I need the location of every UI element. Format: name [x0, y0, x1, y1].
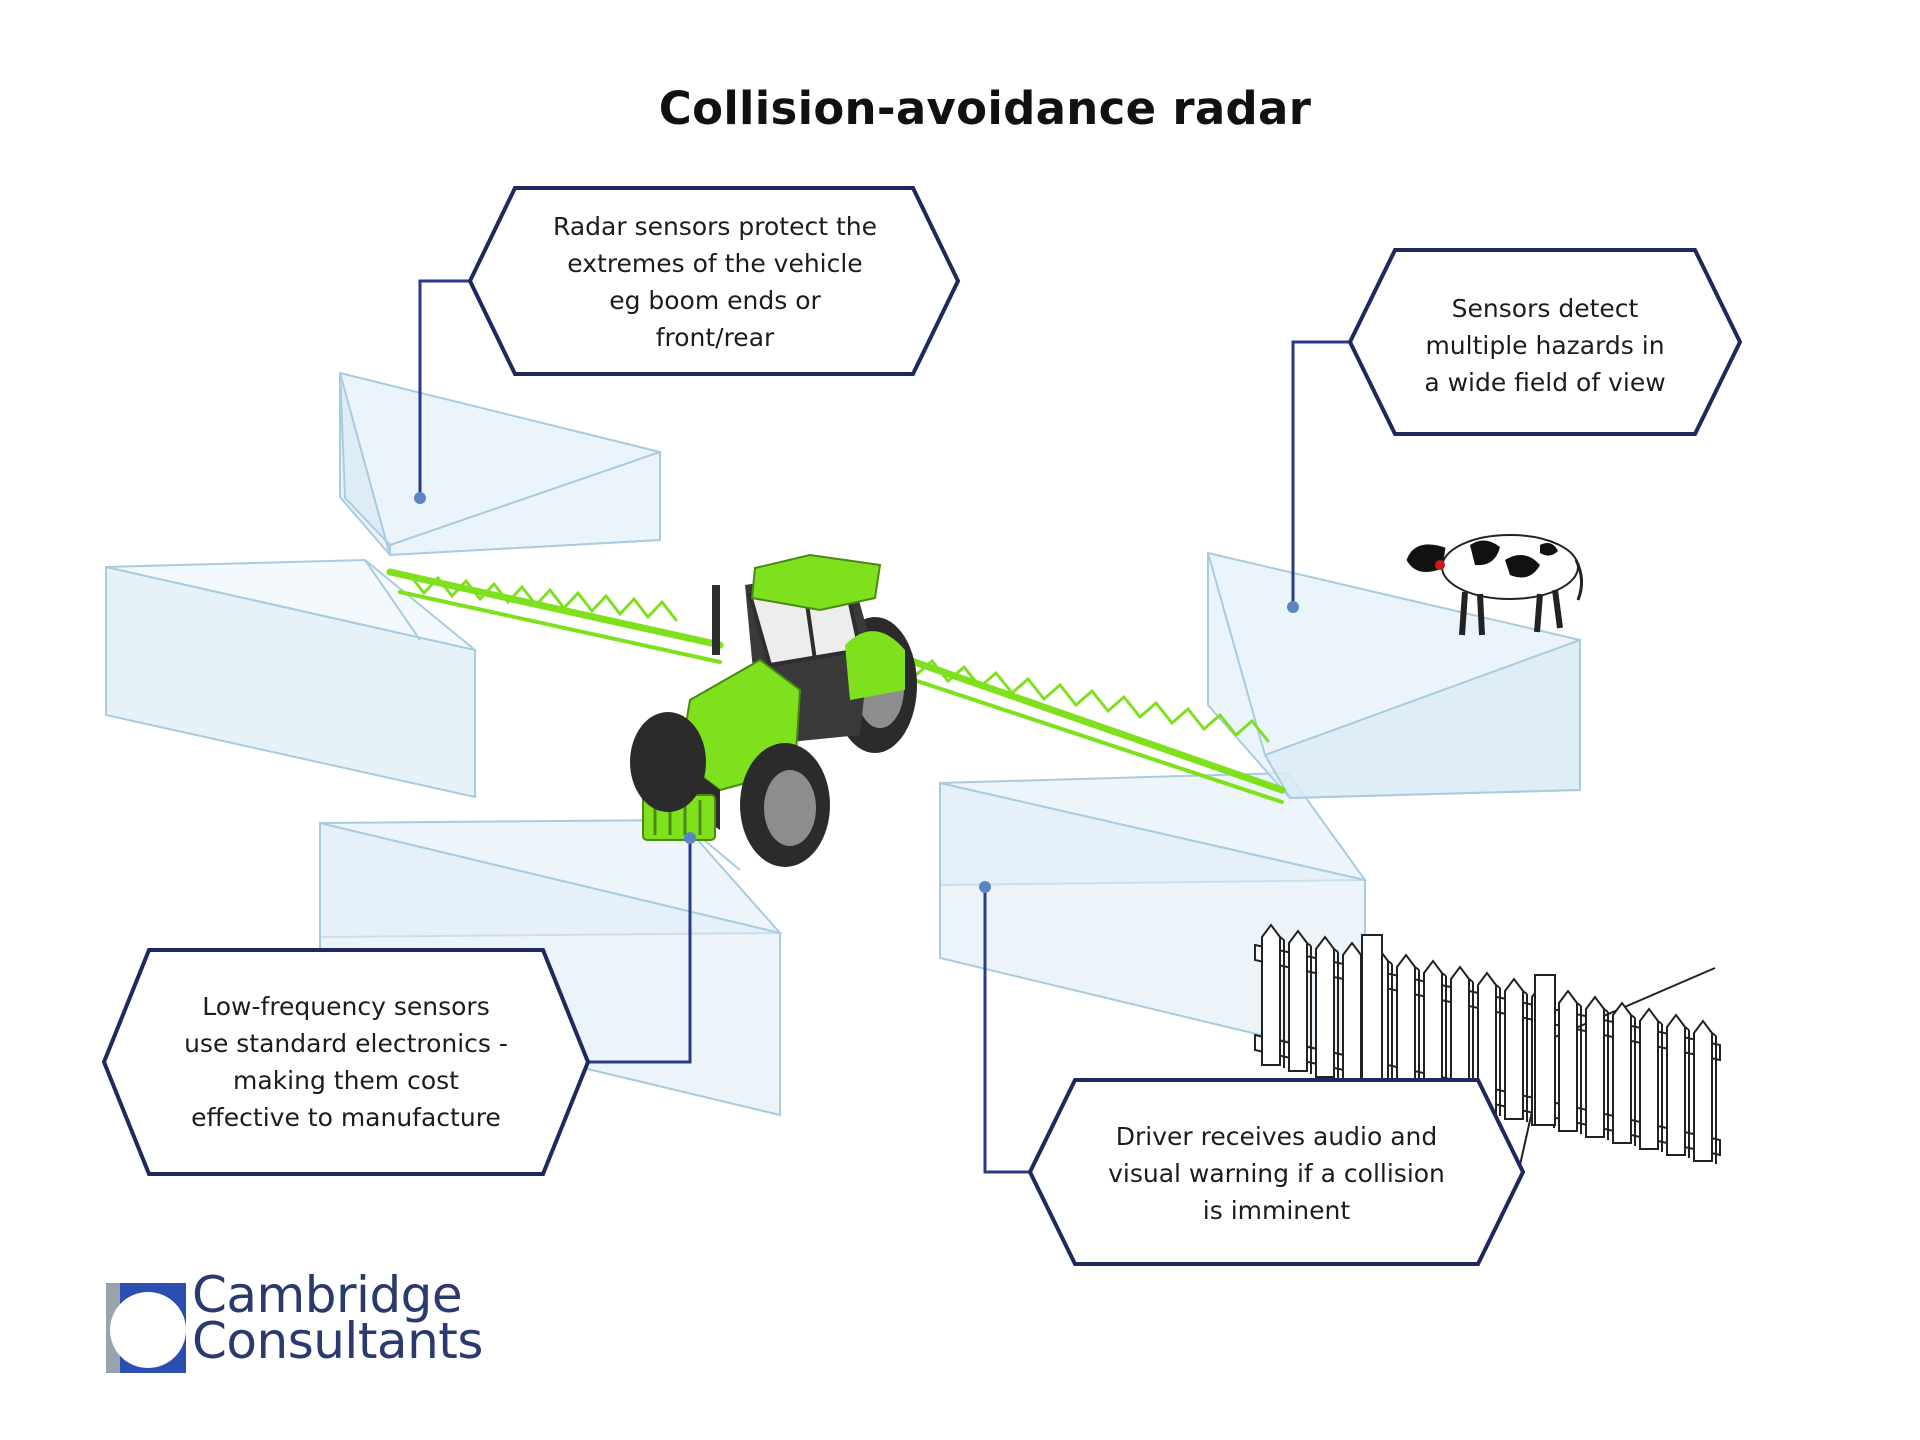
leader-lines	[418, 279, 1350, 1174]
callout-line: Sensors detect	[1451, 294, 1639, 323]
company-logo-text: Cambridge Consultants	[192, 1266, 483, 1370]
sensor-zone-bottom-right	[939, 771, 1367, 1062]
sprayer-boom	[386, 568, 1286, 804]
sensor-marker-top-left	[414, 492, 426, 504]
callout-box-bottom-right	[1027, 1078, 1526, 1266]
sensor-marker-right	[1287, 601, 1299, 613]
sensor-zone-right	[1207, 551, 1581, 800]
leader-line-bottom-right	[983, 887, 1030, 1174]
logo-line-1: Cambridge	[192, 1266, 463, 1324]
callout-shapes	[101, 186, 1743, 1266]
callout-text-bottom-right: Driver receives audio and visual warning…	[1070, 1118, 1483, 1229]
sensor-markers	[414, 492, 1299, 893]
sensor-zone-far-left	[105, 558, 476, 799]
callout-line: eg boom ends or	[609, 286, 821, 315]
fence-icon	[1254, 923, 1721, 1166]
callout-line: Low-frequency sensors	[202, 992, 490, 1021]
tractor-icon	[630, 553, 917, 867]
callout-line: is imminent	[1202, 1196, 1351, 1225]
callout-line: multiple hazards in	[1425, 331, 1665, 360]
callout-line: a wide field of view	[1424, 368, 1666, 397]
cow-icon	[1406, 534, 1583, 636]
callout-box-top-left	[467, 186, 961, 376]
callout-line: extremes of the vehicle	[567, 249, 863, 278]
callout-line: Radar sensors protect the	[553, 212, 877, 241]
leader-line-bottom-left	[588, 838, 692, 1064]
callout-text-bottom-left: Low-frequency sensors use standard elect…	[140, 988, 552, 1136]
sensor-zone-top-left	[339, 371, 661, 557]
leader-line-top-right	[1291, 340, 1350, 607]
callout-line: use standard electronics -	[184, 1029, 508, 1058]
logo-line-2: Consultants	[192, 1312, 483, 1370]
callout-text-top-left: Radar sensors protect the extremes of th…	[510, 208, 920, 356]
sensor-marker-front	[684, 832, 696, 844]
callout-line: effective to manufacture	[191, 1103, 501, 1132]
diagram-title: Collision-avoidance radar	[658, 82, 1312, 135]
callout-line: front/rear	[655, 323, 775, 352]
company-logo-mark	[106, 1283, 186, 1379]
callout-box-bottom-left	[101, 948, 591, 1176]
callout-line: visual warning if a collision	[1108, 1159, 1445, 1188]
sensor-marker-bottom-right	[979, 881, 991, 893]
leader-line-top-left	[418, 279, 470, 498]
callout-box-top-right	[1347, 248, 1743, 436]
callout-line: Driver receives audio and	[1115, 1122, 1438, 1151]
callout-line: making them cost	[233, 1066, 459, 1095]
callout-text-top-right: Sensors detect multiple hazards in a wid…	[1390, 290, 1700, 401]
